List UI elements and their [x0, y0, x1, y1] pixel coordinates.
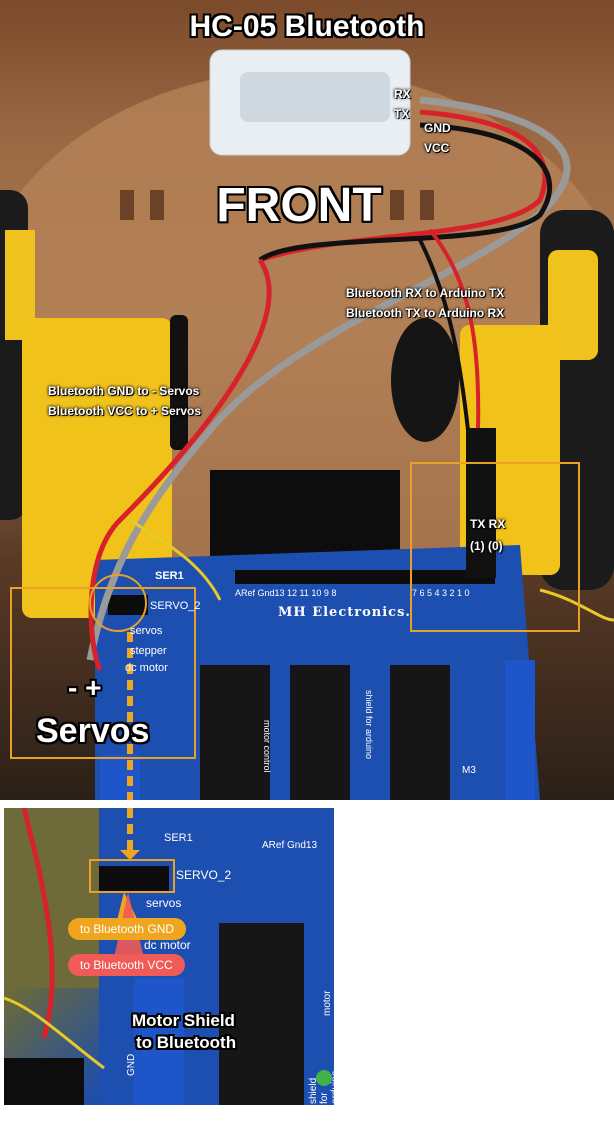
inset-motor-control-silkscreen: motor contro: [322, 988, 334, 1016]
yellow-wire: [539, 588, 614, 622]
inset-servos-silkscreen: servos: [146, 896, 182, 910]
gnd-pill: to Bluetooth GND: [68, 918, 187, 940]
vcc-to-servo-note: Bluetooth VCC to + Servos: [48, 404, 202, 418]
left-encoder-disc: [170, 315, 188, 450]
red-wire-rx: [428, 228, 481, 431]
l293d-chip-1: [200, 665, 270, 800]
servos-label: Servos: [36, 712, 150, 750]
inset-wheel-tire: [4, 1058, 84, 1105]
stepper-silkscreen: stepper: [130, 645, 167, 657]
servo-polarity-signs: - +: [68, 672, 102, 703]
inset-caption-line-1: Motor Shield: [132, 1011, 235, 1030]
black-wire-tx: [418, 239, 470, 431]
chassis-slot: [150, 190, 164, 220]
pin-tx-label: TX: [394, 107, 410, 121]
chassis-slot: [390, 190, 404, 220]
title-label: HC-05 Bluetooth: [189, 10, 425, 43]
motor-control-silkscreen: motor control: [262, 720, 272, 773]
left-gear-motor: [22, 318, 172, 618]
servos-silkscreen: servos: [130, 625, 163, 637]
main-photo: HC-05 Bluetooth FRONT RX TX GND VCC Blue…: [0, 0, 614, 800]
shield-silkscreen: shield for arduino: [364, 690, 374, 760]
inset-photo: SER1 ARef Gnd13 SERVO_2 servos dc motor …: [4, 808, 334, 1105]
pin-header: [235, 570, 495, 584]
pin-gnd-label: GND: [424, 121, 451, 135]
inset-shield-silkscreen: shield for arduino: [308, 1070, 334, 1104]
chassis-slot: [420, 190, 434, 220]
right-wheel-hub: [548, 250, 598, 360]
screw-terminal-left: [100, 755, 140, 800]
inset-led: [316, 1070, 332, 1086]
black-wire-gnd: [258, 122, 553, 263]
inset-aref-silkscreen: ARef Gnd13: [262, 840, 318, 851]
pin-vcc-label: VCC: [424, 141, 450, 155]
header-silkscreen: ARef Gnd13 12 11 10 9 8: [235, 588, 337, 598]
inset-arrow-head: [120, 850, 140, 860]
hc05-module-label: [240, 72, 390, 122]
inset-chip: [219, 923, 304, 1105]
m3-silkscreen: M3: [462, 765, 476, 776]
red-wire-to-servo: [88, 258, 272, 672]
servo-header: [108, 595, 148, 615]
inset-gnd-silkscreen: GND: [126, 1053, 137, 1076]
tx-rx-header-label: TX RX: [470, 517, 506, 531]
board-brand-label: MH Electronics.: [278, 605, 411, 620]
inset-screw-terminal: [134, 978, 184, 1105]
inset-caption-line-2: to Bluetooth: [136, 1033, 237, 1052]
right-encoder-disc: [391, 318, 459, 442]
servos-highlight-box: [10, 587, 196, 759]
servo2-silkscreen: SERVO_2: [150, 600, 201, 612]
gnd-to-servo-note: Bluetooth GND to - Servos: [48, 384, 200, 398]
yellow-wire: [129, 518, 222, 601]
inset-red-wire: [21, 808, 55, 1039]
tx-rx-pin-numbers: (1) (0): [470, 539, 503, 553]
pin-rx-label: RX: [394, 87, 411, 101]
header-silkscreen-digital: 7 6 5 4 3 2 1 0: [412, 588, 470, 598]
inset-servo-highlight: [89, 859, 175, 893]
inset-ser1-silkscreen: SER1: [164, 832, 193, 844]
l293d-chip-3: [390, 665, 450, 800]
servo-header-circle: [89, 574, 147, 632]
dupont-connectors: [466, 428, 496, 578]
txrx-highlight-box: [410, 462, 580, 632]
screw-terminal: [505, 660, 535, 800]
main-photo-drawing: [0, 49, 614, 800]
dc-motor-silkscreen: dc motor: [125, 662, 168, 674]
chassis-slot: [120, 190, 134, 220]
ser1-silkscreen: SER1: [155, 570, 184, 582]
inset-servo2-silkscreen: SERVO_2: [176, 868, 232, 882]
l293d-chip-2: [290, 665, 350, 800]
rx-to-tx-note: Bluetooth RX to Arduino TX: [346, 286, 505, 300]
tx-to-rx-note: Bluetooth TX to Arduino RX: [346, 306, 505, 320]
inset-dc-motor-silkscreen: dc motor: [144, 938, 191, 952]
inset-photo-drawing: [4, 808, 334, 1105]
inset-servo-header: [99, 866, 169, 892]
front-label: FRONT: [216, 179, 382, 232]
vcc-pill: to Bluetooth VCC: [68, 954, 185, 976]
inset-yellow-wire: [4, 996, 105, 1070]
battery-holder: [210, 470, 400, 560]
